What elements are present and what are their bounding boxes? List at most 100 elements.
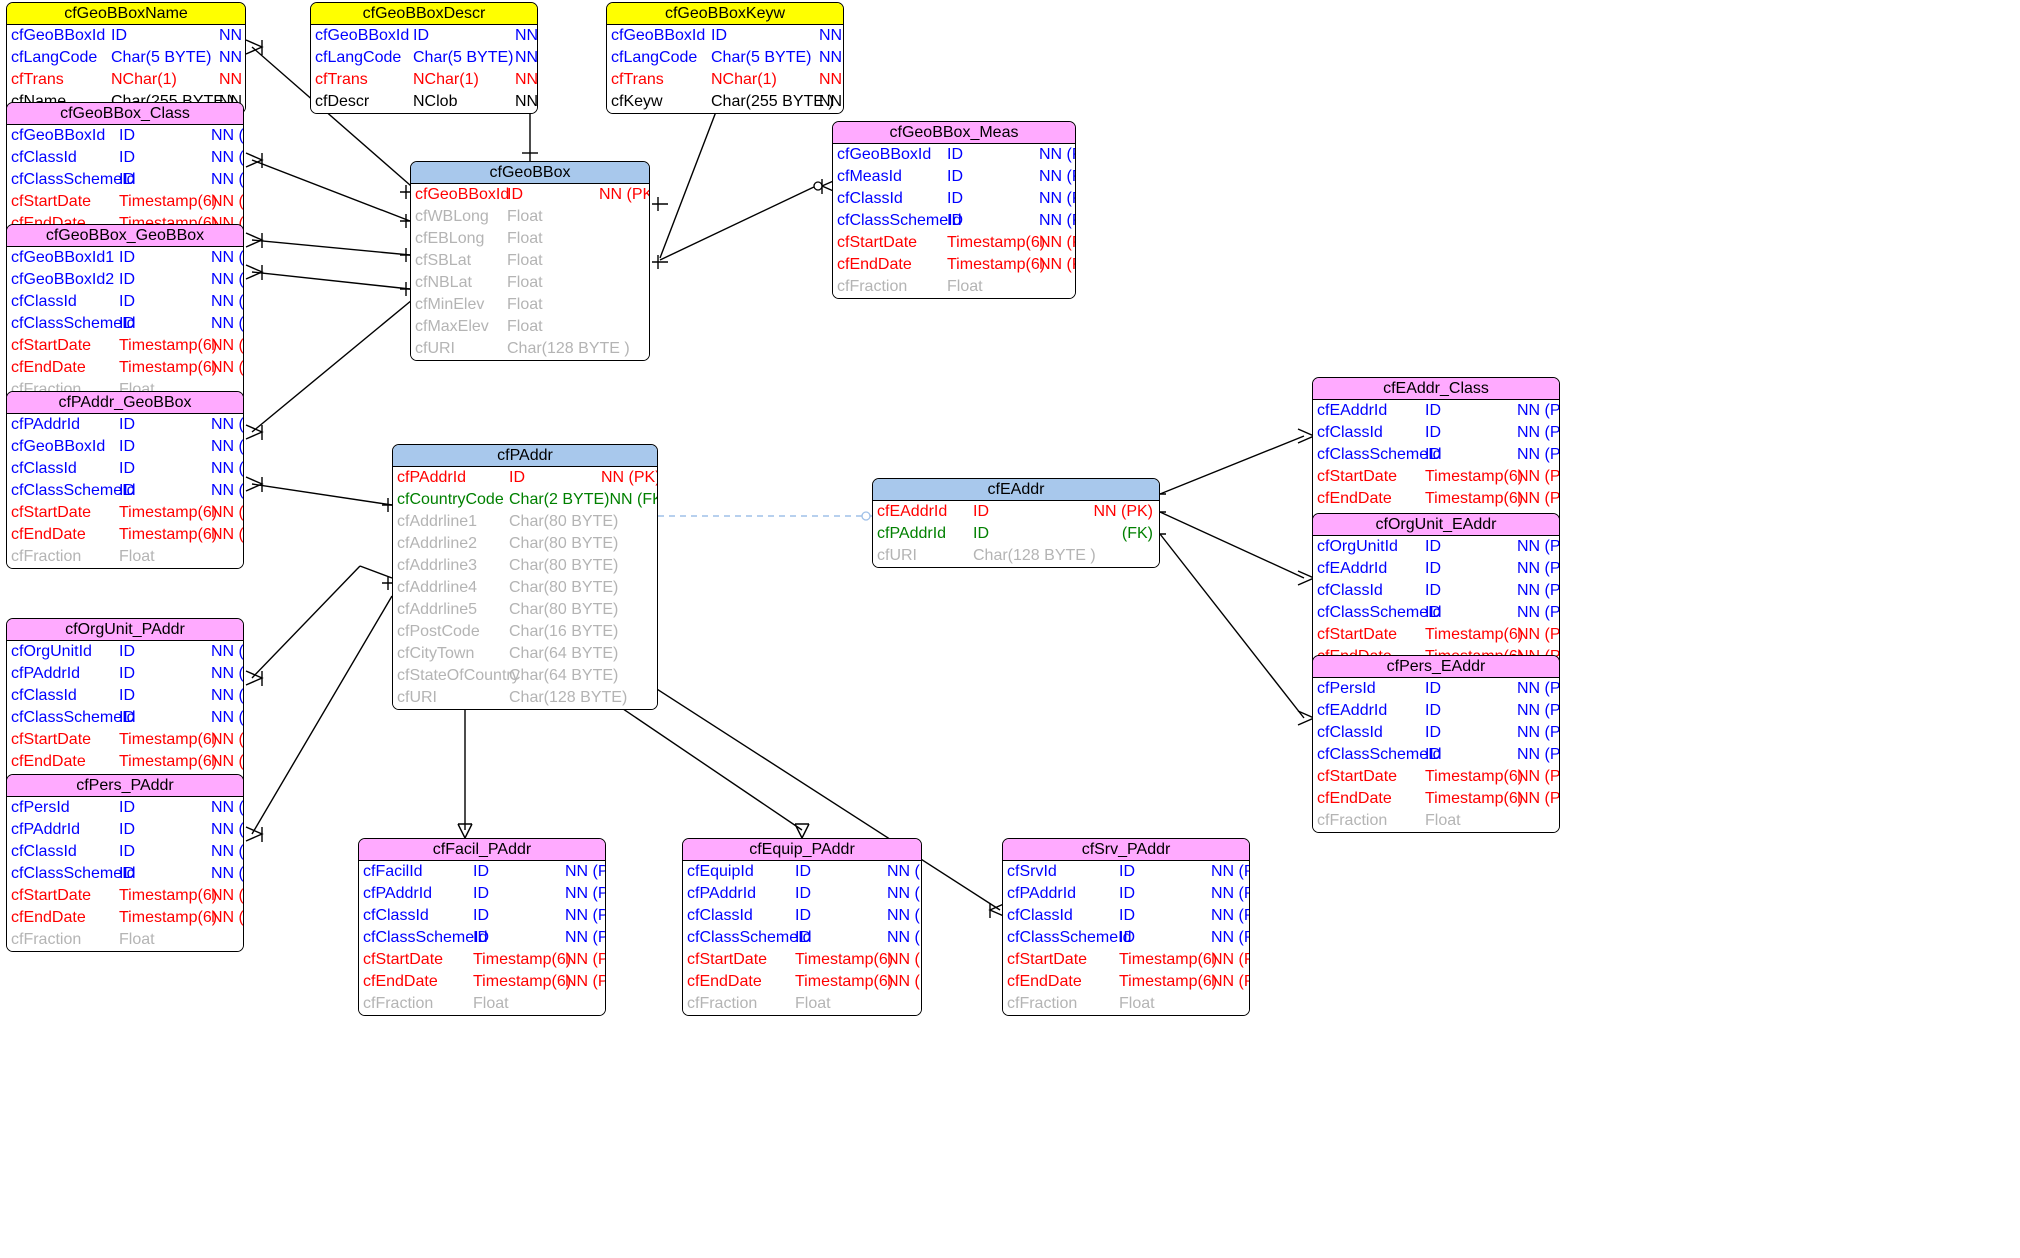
field-name: cfMaxElev <box>415 318 489 335</box>
field-name: cfStartDate <box>1317 768 1398 785</box>
field-type: Char(2 BYTE) <box>509 491 610 508</box>
field-key: NN (PFK) <box>219 27 245 44</box>
field-key <box>599 206 649 228</box>
field-name: cfAddrline1 <box>397 513 478 530</box>
field-type: Float <box>119 931 155 948</box>
table-header-cfSrv_PAddr: cfSrv_PAddr <box>1003 839 1249 861</box>
field-name: cfAddrline3 <box>397 557 478 574</box>
field-key: NN (PFK) <box>515 27 538 44</box>
field-type: ID <box>119 843 135 860</box>
field-name: cfFraction <box>687 995 758 1012</box>
link-orgunit-eaddr <box>1159 511 1305 579</box>
field-name: cfOrgUnitId <box>1317 538 1398 555</box>
field-type: ID <box>795 929 811 946</box>
field-name: cfClassId <box>1317 424 1383 441</box>
field-key: NN (PFK) <box>211 149 244 166</box>
field-key <box>565 993 605 1015</box>
field-key: NN (PFK) <box>1211 863 1249 880</box>
field-name: cfStateOfCountry <box>397 667 520 684</box>
link-paddrgeobbox-paddr <box>251 483 393 506</box>
field-name: cfAddrline2 <box>397 535 478 552</box>
field-name: cfGeoBBoxId <box>415 186 510 203</box>
field-key <box>887 993 921 1015</box>
field-name: cfClassSchemeId <box>11 865 136 882</box>
table-header-cfGeoBBoxDescr: cfGeoBBoxDescr <box>311 3 537 25</box>
field-key: NN (PFK) <box>211 416 244 433</box>
field-key: NN (PK) <box>565 951 605 968</box>
field-key: NN (PFK) <box>887 929 921 946</box>
table-header-cfEAddr: cfEAddr <box>873 479 1159 501</box>
field-key: NN (PFK) <box>1517 402 1560 419</box>
field-type: ID <box>509 469 525 486</box>
field-name: cfClassId <box>11 843 77 860</box>
field-key: NN (PFK) <box>211 821 244 838</box>
field-type: Timestamp(6) <box>1425 468 1524 485</box>
field-type: ID <box>1425 702 1441 719</box>
field-type: Float <box>507 318 543 335</box>
field-key: NN (PFK) <box>1211 885 1249 902</box>
field-name: cfMeasId <box>837 168 902 185</box>
field-name: cfStartDate <box>1317 626 1398 643</box>
field-key: NN (PK) <box>887 951 921 968</box>
field-type: ID <box>473 907 489 924</box>
field-key: NN (PK) <box>819 71 843 88</box>
field-type: ID <box>795 907 811 924</box>
field-name: cfFraction <box>837 278 908 295</box>
field-type: ID <box>473 885 489 902</box>
field-type: NChar(1) <box>413 71 479 88</box>
field-key: NN (PFK) <box>515 49 538 66</box>
field-type: ID <box>119 416 135 433</box>
field-type: Char(80 BYTE) <box>509 535 619 552</box>
field-type: Char(80 BYTE) <box>509 579 619 596</box>
field-type: Char(80 BYTE) <box>509 601 619 618</box>
field-name: cfGeoBBoxId <box>837 146 932 163</box>
field-key <box>599 250 649 272</box>
field-key: NN (PFK) <box>1517 582 1560 599</box>
field-key: NN (FK) <box>609 491 657 508</box>
field-name: cfClassSchemeId <box>687 929 812 946</box>
field-name: cfClassSchemeId <box>1317 446 1442 463</box>
field-name: cfOrgUnitId <box>11 643 92 660</box>
field-key: NN (PFK) <box>1517 724 1560 741</box>
field-name: cfClassSchemeId <box>1317 746 1442 763</box>
